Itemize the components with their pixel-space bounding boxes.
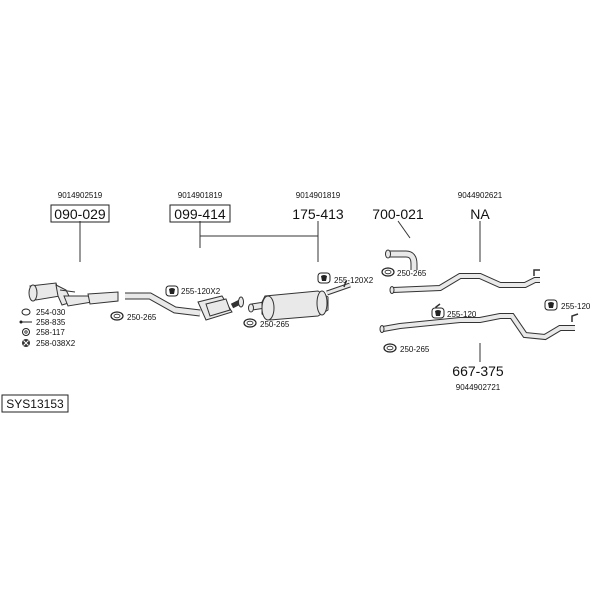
clamp-icon xyxy=(431,307,445,319)
diagram-id: SYS13153 xyxy=(6,397,64,411)
legend-item-4[interactable]: 258-038X2 xyxy=(36,339,76,348)
muffler-clamp-label[interactable]: 255-120X2 xyxy=(334,276,374,285)
legend-item-1[interactable]: 254-030 xyxy=(36,308,66,317)
part-number-1[interactable]: 090-029 xyxy=(54,206,106,222)
part-box-2 xyxy=(169,204,231,223)
part-box-1 xyxy=(50,204,110,223)
tail-ring-label[interactable]: 250-265 xyxy=(400,345,430,354)
part-number-3[interactable]: 175-413 xyxy=(292,206,344,222)
oem-number-5: 9044902621 xyxy=(458,191,503,200)
oem-number-1: 9014902519 xyxy=(58,191,103,200)
ring-icon xyxy=(381,267,395,277)
left-legend: 254-030 258-835 258-117 258-038X2 xyxy=(19,308,76,348)
oem-number-3: 9014901819 xyxy=(296,191,341,200)
pipe-bend[interactable] xyxy=(385,249,418,270)
clamp-icon xyxy=(317,272,331,284)
part-number-4[interactable]: 700-021 xyxy=(372,206,424,222)
ring-icon xyxy=(383,343,397,353)
washer-icon xyxy=(22,328,30,336)
ring-icon xyxy=(110,311,124,321)
catalyst-pipe[interactable] xyxy=(125,292,244,321)
cat-clamp-label[interactable]: 255-120X2 xyxy=(181,287,221,296)
part-number-2[interactable]: 099-414 xyxy=(174,206,226,222)
clamp-icon xyxy=(544,299,558,311)
part-number-5[interactable]: NA xyxy=(470,206,490,222)
bend-ring-label[interactable]: 250-265 xyxy=(397,269,427,278)
ring-icon xyxy=(243,318,257,328)
cat-ring-label[interactable]: 250-265 xyxy=(127,313,157,322)
tail-clamp-b-label[interactable]: 255-120 xyxy=(561,302,591,311)
muffler-ring-label[interactable]: 250-265 xyxy=(260,320,290,329)
leader-line-700-021 xyxy=(397,220,411,239)
tail-clamp-a-label[interactable]: 255-120 xyxy=(447,310,477,319)
part-number-6[interactable]: 667-375 xyxy=(452,363,504,379)
oem-number-2: 9014901819 xyxy=(178,191,223,200)
intermediate-pipe[interactable] xyxy=(389,269,540,294)
nut-icon xyxy=(22,339,30,347)
legend-item-2[interactable]: 258-835 xyxy=(36,318,66,327)
bolt-icon xyxy=(19,320,32,324)
gasket-icon xyxy=(21,308,31,316)
muffler[interactable] xyxy=(248,280,351,321)
front-pipe[interactable] xyxy=(28,282,119,307)
tail-pipe[interactable] xyxy=(379,303,579,341)
clamp-icon xyxy=(165,285,179,297)
diagram-id-box xyxy=(1,394,69,413)
oem-number-6: 9044902721 xyxy=(456,383,501,392)
legend-item-3[interactable]: 258-117 xyxy=(36,328,65,337)
